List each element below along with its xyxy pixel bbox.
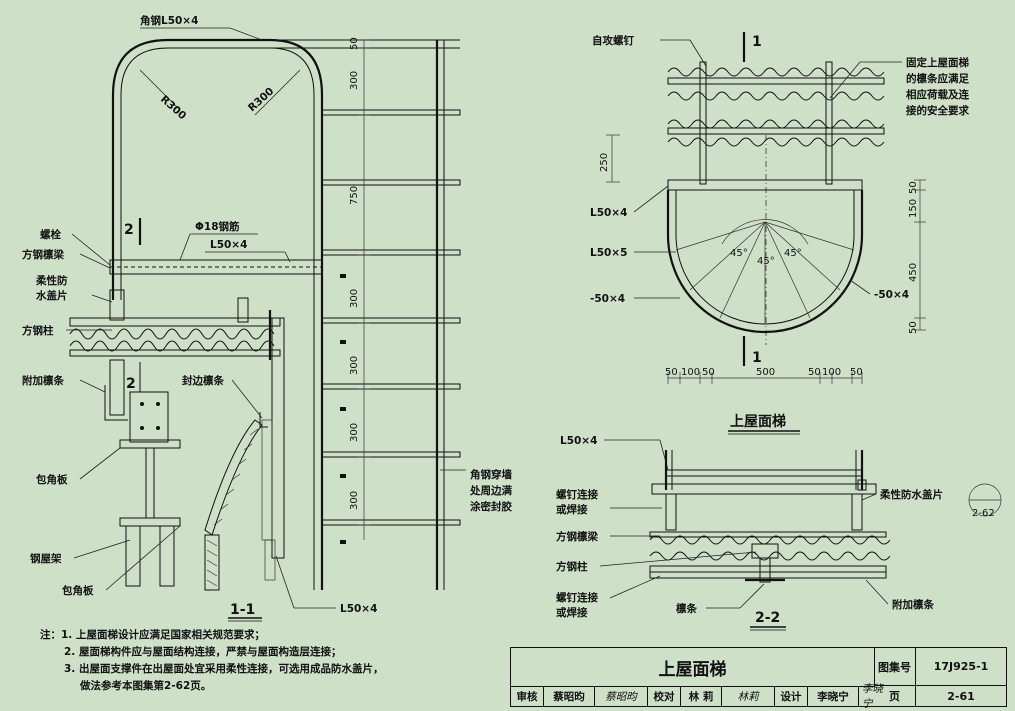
note-line: 3. 出屋面支撑件在出屋面处宜采用柔性连接，可选用成品防水盖片， [64,663,384,675]
wall-note-3: 涂密封胶 [470,500,512,513]
plan-note-3: 相应荷载及连 [906,88,969,101]
plan-note-1: 固定上屋面梯 [906,56,969,69]
s2-bolt-label-2: 或焊接 [556,503,588,516]
sq-col-label: 方钢柱 [22,324,54,337]
corner-plate-label-1: 包角板 [36,473,68,486]
s2-purl-label: 檩条 [676,602,697,615]
dim-300-d: 300 [349,423,360,442]
s2-ref: 2-62 [972,508,995,519]
plan-hdim-3: 50 [702,367,715,378]
dim-300-e: 300 [349,491,360,510]
s2-purlin-label: 方钢檩梁 [556,530,598,543]
plan-note-4: 接的安全要求 [906,104,969,117]
plan-hdim-6: 100 [822,367,841,378]
sq-purlin-label: 方钢檩梁 [22,248,64,261]
steel-frame-label: 钢屋架 [30,552,62,565]
s2-flex-label: 柔性防水盖片 [879,488,943,501]
review-label: 审核 [511,686,544,706]
plan-note-2: 的檩条应满足 [906,72,969,85]
wall-note-2: 处周边满 [469,484,512,497]
angle-45-c: 45° [784,248,802,259]
plan-dim-450: 450 [908,263,919,282]
bar-label: Φ18钢筋 [195,220,240,233]
dim-300-b: 300 [349,289,360,308]
atlas-label: 图集号 [874,648,916,686]
bolt-label: 螺栓 [40,228,61,241]
page-label: 页 [874,686,916,706]
corner-plate-label-2: 包角板 [62,584,94,597]
section-2-2: L50×4 螺钉连接 或焊接 方钢檩梁 方钢柱 螺钉连接 或焊接 檩条 [556,435,1002,631]
extra-purlin-label: 附加檩条 [22,374,64,387]
atlas-number: 17J925-1 [916,648,1006,686]
section-mark-1-top: 1 [752,34,762,50]
l50-mid-label: L50×4 [210,239,247,251]
design-name: 李晓宁 [808,686,859,706]
flex-label-2: 水盖片 [35,289,68,302]
section-mark-2: 2 [124,222,134,238]
arch-rail-outer [111,38,324,590]
dim-300-c: 300 [349,356,360,375]
s2-bolt-label-4: 或焊接 [556,606,588,619]
plan-hdim-2: 100 [681,367,700,378]
screw-label: 自攻螺钉 [592,34,634,47]
s2-l50-label: L50×4 [560,435,597,447]
r300-label-left: R300 [158,93,188,122]
signature-row: 审核 蔡昭昀 蔡昭昀 校对 林 莉 林莉 设计 李晓宁 李晓宁 [511,683,896,710]
wall-note-1: 角钢穿墙 [470,468,512,481]
plan-dim-50-a: 50 [908,181,919,194]
section-mark-2b: 2 [126,376,136,392]
review-signature: 蔡昭昀 [595,686,648,706]
ladder-rungs [321,109,461,526]
flex-label-1: 柔性防 [35,274,68,287]
plan-view: 自攻螺钉 1 固定上屋面梯 的檩条应满足 相应荷载及连 接的安全要求 [590,32,969,435]
note-line: 2. 屋面梯构件应与屋面结构连接，严禁与屋面构造层连接； [64,646,342,658]
dim-300-a: 300 [349,71,360,90]
plan-flat-50-right-label: -50×4 [874,289,909,301]
plan-hdim-5: 50 [808,367,821,378]
section-mark-1-bottom: 1 [752,350,762,366]
page-number: 2-61 [947,689,975,703]
s2-col-label: 方钢柱 [556,560,588,573]
l50-bottom-label: L50×4 [340,603,377,615]
title-block-title: 上屋面梯 [511,648,875,687]
section-1-1-title: 1-1 [230,602,255,618]
s2-title: 2-2 [755,610,780,626]
note-line: 注：1. 上屋面梯设计应满足国家相关规范要求； [40,629,265,641]
check-label: 校对 [648,686,681,706]
section-1-1: 50 300 750 300 300 300 300 R300 R300 角钢L… [22,14,512,622]
s2-extra-label: 附加檩条 [892,598,934,611]
r300-label-right: R300 [246,85,276,114]
dim-50: 50 [349,37,360,50]
plan-dim-250: 250 [599,153,610,172]
angle-45-b: 45° [757,256,775,267]
review-name: 蔡昭昀 [544,686,595,706]
plan-l50-5-label: L50×5 [590,247,627,259]
plan-dim-50-b: 50 [908,321,919,334]
dim-750: 750 [349,186,360,205]
angle-top-label: 角钢L50×4 [140,14,198,27]
s2-bolt-label-3: 螺钉连接 [556,591,598,604]
design-label: 设计 [775,686,808,706]
design-signature: 李晓宁 [862,683,883,710]
notes-block: 注：1. 上屋面梯设计应满足国家相关规范要求； 2. 屋面梯构件应与屋面结构连接… [40,627,383,695]
angle-45-a: 45° [730,248,748,259]
plan-hdim-4: 500 [756,367,775,378]
plan-hdim-7: 50 [850,367,863,378]
note-line: 做法参考本图集第2-62页。 [80,680,212,692]
plan-hdim-1: 50 [665,367,678,378]
plan-l50-4-label: L50×4 [590,207,627,219]
check-name: 林 莉 [681,686,722,706]
plan-flat-50-label: -50×4 [590,293,625,305]
seal-purlin-label: 封边檩条 [182,374,224,387]
title-block: 上屋面梯 图集号 17J925-1 页 2-61 审核 蔡昭昀 蔡昭昀 校对 林… [510,647,1007,710]
plan-title: 上屋面梯 [730,413,786,430]
check-signature: 林莉 [722,686,775,706]
plan-dim-150: 150 [908,199,919,218]
s2-bolt-label-1: 螺钉连接 [556,488,598,501]
arch-rail-inner [120,47,315,590]
